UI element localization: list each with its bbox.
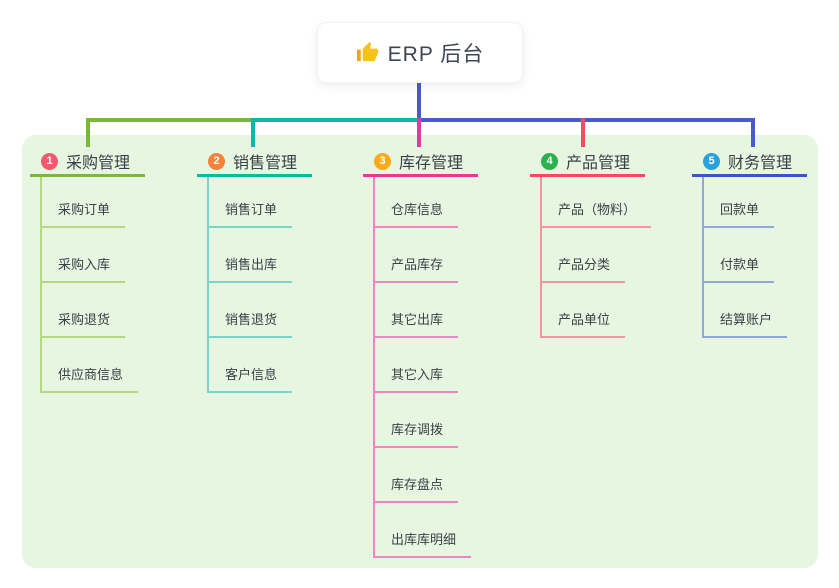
branch-title: 产品管理 [566, 155, 631, 172]
branch-number-badge: 2 [208, 152, 225, 170]
branch-number-badge: 4 [541, 152, 558, 170]
bus-segment-purchase [86, 118, 253, 122]
child-row: 销售订单 [209, 177, 312, 228]
child-row: 销售出库 [209, 228, 312, 283]
drop-product [581, 118, 585, 147]
child-row: 产品分类 [542, 228, 645, 283]
branch-title: 库存管理 [399, 155, 464, 172]
branch-sales: 2 销售管理 销售订单 销售出库 销售退货 客户信息 [197, 148, 312, 393]
branch-number-badge: 3 [374, 152, 391, 170]
drop-sales [251, 118, 255, 147]
child-node[interactable]: 其它出库 [375, 309, 459, 338]
child-row: 供应商信息 [42, 338, 145, 393]
branch-number-badge: 5 [703, 152, 720, 170]
child-node[interactable]: 库存盘点 [375, 474, 459, 503]
child-node[interactable]: 采购退货 [42, 309, 126, 338]
branch-node-finance[interactable]: 5 财务管理 [692, 148, 807, 177]
child-row: 客户信息 [209, 338, 312, 393]
child-node[interactable]: 客户信息 [209, 364, 293, 393]
child-node[interactable]: 结算账户 [704, 309, 788, 338]
branch-children-product: 产品（物料） 产品分类 产品单位 [540, 177, 652, 338]
root-title: ERP 后台 [387, 42, 485, 66]
child-node[interactable]: 产品（物料） [542, 199, 652, 228]
branch-node-purchase[interactable]: 1 采购管理 [30, 148, 145, 177]
branch-number-badge: 1 [41, 152, 58, 170]
branch-children-sales: 销售订单 销售出库 销售退货 客户信息 [207, 177, 312, 393]
child-row: 采购退货 [42, 283, 145, 338]
child-node[interactable]: 产品库存 [375, 254, 459, 283]
child-row: 库存调拨 [375, 393, 478, 448]
child-row: 库存盘点 [375, 448, 478, 503]
child-row: 产品库存 [375, 228, 478, 283]
branch-children-finance: 回款单 付款单 结算账户 [702, 177, 807, 338]
child-row: 采购订单 [42, 177, 145, 228]
child-row: 其它出库 [375, 283, 478, 338]
child-node[interactable]: 其它入库 [375, 364, 459, 393]
child-row: 产品单位 [542, 283, 645, 338]
child-node[interactable]: 出库库明细 [375, 529, 472, 558]
child-row: 出库库明细 [375, 503, 478, 558]
drop-inventory [417, 118, 421, 147]
drop-finance [751, 118, 755, 147]
branch-title: 财务管理 [728, 155, 793, 172]
child-node[interactable]: 销售退货 [209, 309, 293, 338]
root-node[interactable]: ERP 后台 [317, 22, 523, 83]
child-row: 采购入库 [42, 228, 145, 283]
child-node[interactable]: 仓库信息 [375, 199, 459, 228]
child-row: 付款单 [704, 228, 807, 283]
child-row: 结算账户 [704, 283, 807, 338]
child-row: 其它入库 [375, 338, 478, 393]
child-node[interactable]: 库存调拨 [375, 419, 459, 448]
bus-segment-finance [419, 118, 755, 122]
branch-title: 销售管理 [233, 155, 298, 172]
thumbs-up-icon [356, 41, 378, 62]
child-node[interactable]: 产品分类 [542, 254, 626, 283]
child-node[interactable]: 销售订单 [209, 199, 293, 228]
branch-node-product[interactable]: 4 产品管理 [530, 148, 645, 177]
child-node[interactable]: 采购入库 [42, 254, 126, 283]
child-node[interactable]: 回款单 [704, 199, 775, 228]
branch-inventory: 3 库存管理 仓库信息 产品库存 其它出库 其它入库 库存调拨 库存盘点 出库库… [363, 148, 478, 558]
branch-title: 采购管理 [66, 155, 131, 172]
child-row: 销售退货 [209, 283, 312, 338]
drop-purchase [86, 118, 90, 147]
branch-product: 4 产品管理 产品（物料） 产品分类 产品单位 [530, 148, 652, 338]
branch-children-inventory: 仓库信息 产品库存 其它出库 其它入库 库存调拨 库存盘点 出库库明细 [373, 177, 478, 558]
child-node[interactable]: 销售出库 [209, 254, 293, 283]
child-node[interactable]: 供应商信息 [42, 364, 139, 393]
child-row: 产品（物料） [542, 177, 652, 228]
branches-background-panel [22, 135, 818, 568]
branch-node-sales[interactable]: 2 销售管理 [197, 148, 312, 177]
branch-purchase: 1 采购管理 采购订单 采购入库 采购退货 供应商信息 [30, 148, 145, 393]
root-connector-stem [417, 82, 421, 120]
child-node[interactable]: 付款单 [704, 254, 775, 283]
branch-finance: 5 财务管理 回款单 付款单 结算账户 [692, 148, 807, 338]
child-node[interactable]: 采购订单 [42, 199, 126, 228]
child-row: 回款单 [704, 177, 807, 228]
branch-children-purchase: 采购订单 采购入库 采购退货 供应商信息 [40, 177, 145, 393]
branch-node-inventory[interactable]: 3 库存管理 [363, 148, 478, 177]
bus-segment-sales [253, 118, 419, 122]
child-node[interactable]: 产品单位 [542, 309, 626, 338]
child-row: 仓库信息 [375, 177, 478, 228]
